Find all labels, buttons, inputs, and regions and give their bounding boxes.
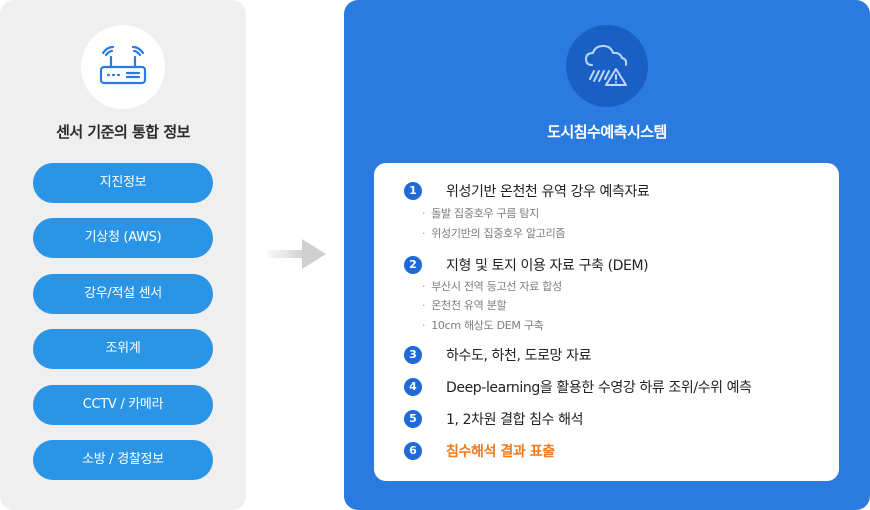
sensor-item-fire-police[interactable]: 소방 / 경찰정보 (33, 440, 213, 480)
router-icon-circle (81, 25, 165, 109)
sensor-panel-title: 센서 기준의 통합 정보 (56, 123, 190, 141)
sub-item: ·온천천 유역 분할 (422, 299, 507, 312)
cloud-rain-warning-icon (585, 45, 628, 86)
item-label: 지형 및 토지 이용 자료 구축 (DEM) (446, 258, 649, 274)
item-label: 1, 2차원 결합 침수 해석 (446, 412, 584, 428)
sub-item: ·돌발 집중호우 구름 탐지 (422, 207, 539, 220)
flood-system-panel: 도시침수예측시스템 1 위성기반 온천천 유역 강우 예측자료 ·돌발 집중호우… (344, 0, 870, 510)
sensor-panel: 센서 기준의 통합 정보 지진정보 기상청 (AWS) 강우/적설 센서 조위계… (0, 0, 246, 510)
flood-system-list: 1 위성기반 온천천 유역 강우 예측자료 ·돌발 집중호우 구름 탐지 ·위성… (374, 163, 839, 481)
sub-item: ·부산시 전역 등고선 자료 합성 (422, 280, 562, 293)
sensor-item-earthquake[interactable]: 지진정보 (33, 163, 213, 203)
item-label-highlight: 침수해석 결과 표출 (446, 444, 555, 460)
item-label: 위성기반 온천천 유역 강우 예측자료 (446, 184, 650, 200)
cloud-icon-circle (566, 25, 648, 107)
sensor-item-rain-snow[interactable]: 강우/적설 센서 (33, 274, 213, 314)
sub-item: ·10cm 해상도 DEM 구축 (422, 319, 544, 332)
sensor-item-tide-gauge[interactable]: 조위계 (33, 329, 213, 369)
sensor-item-cctv[interactable]: CCTV / 카메라 (33, 385, 213, 425)
item-label: 하수도, 하천, 도로망 자료 (446, 348, 592, 364)
item-number-badge: 6 (404, 442, 422, 460)
sub-item: ·위성기반의 집중호우 알고리즘 (422, 227, 566, 240)
flow-arrow-icon (268, 239, 326, 269)
sensor-item-aws[interactable]: 기상청 (AWS) (33, 218, 213, 258)
router-icon (99, 45, 147, 85)
item-number-badge: 3 (404, 346, 422, 364)
item-label: Deep-learning을 활용한 수영강 하류 조위/수위 예측 (446, 380, 752, 396)
flood-system-title: 도시침수예측시스템 (547, 123, 667, 141)
item-number-badge: 5 (404, 410, 422, 428)
item-number-badge: 2 (404, 256, 422, 274)
item-number-badge: 4 (404, 378, 422, 396)
item-number-badge: 1 (404, 182, 422, 200)
